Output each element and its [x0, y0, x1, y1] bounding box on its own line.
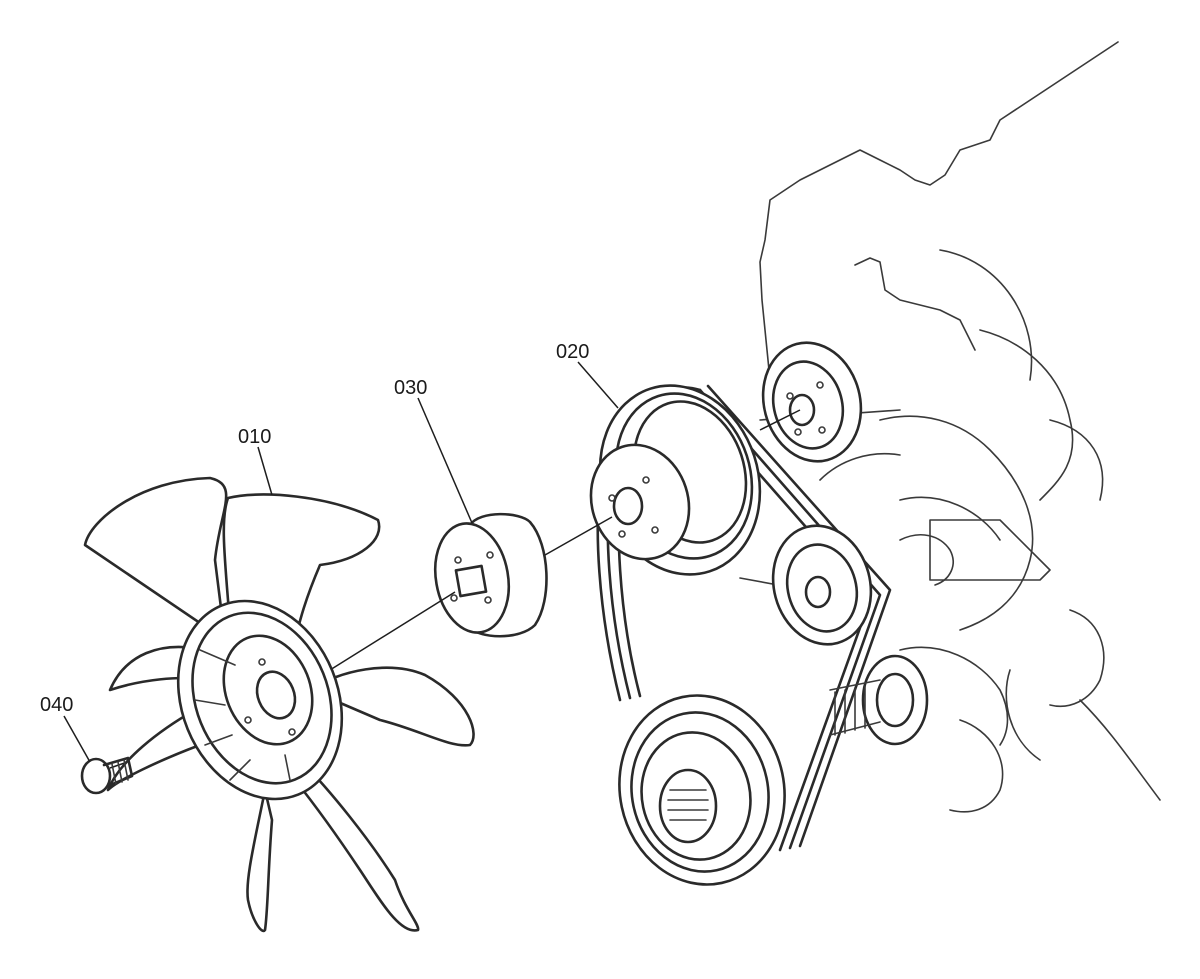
fan-spacer [433, 512, 548, 638]
water-pump-pulley [589, 384, 762, 576]
callout-010: 010 [238, 426, 271, 448]
cooling-fan [83, 476, 475, 933]
callout-020: 020 [556, 341, 589, 363]
callout-030: 030 [394, 377, 427, 399]
leader-040 [63, 715, 91, 763]
callout-040: 040 [40, 694, 73, 716]
tensioner-shaft [829, 654, 929, 746]
leader-030 [417, 397, 473, 524]
upper-pulley [761, 341, 863, 463]
leader-010 [257, 446, 273, 496]
idler-pulley [771, 524, 873, 646]
leader-020 [577, 361, 619, 409]
crank-pulley [618, 694, 786, 886]
fan-bolt [80, 756, 134, 795]
